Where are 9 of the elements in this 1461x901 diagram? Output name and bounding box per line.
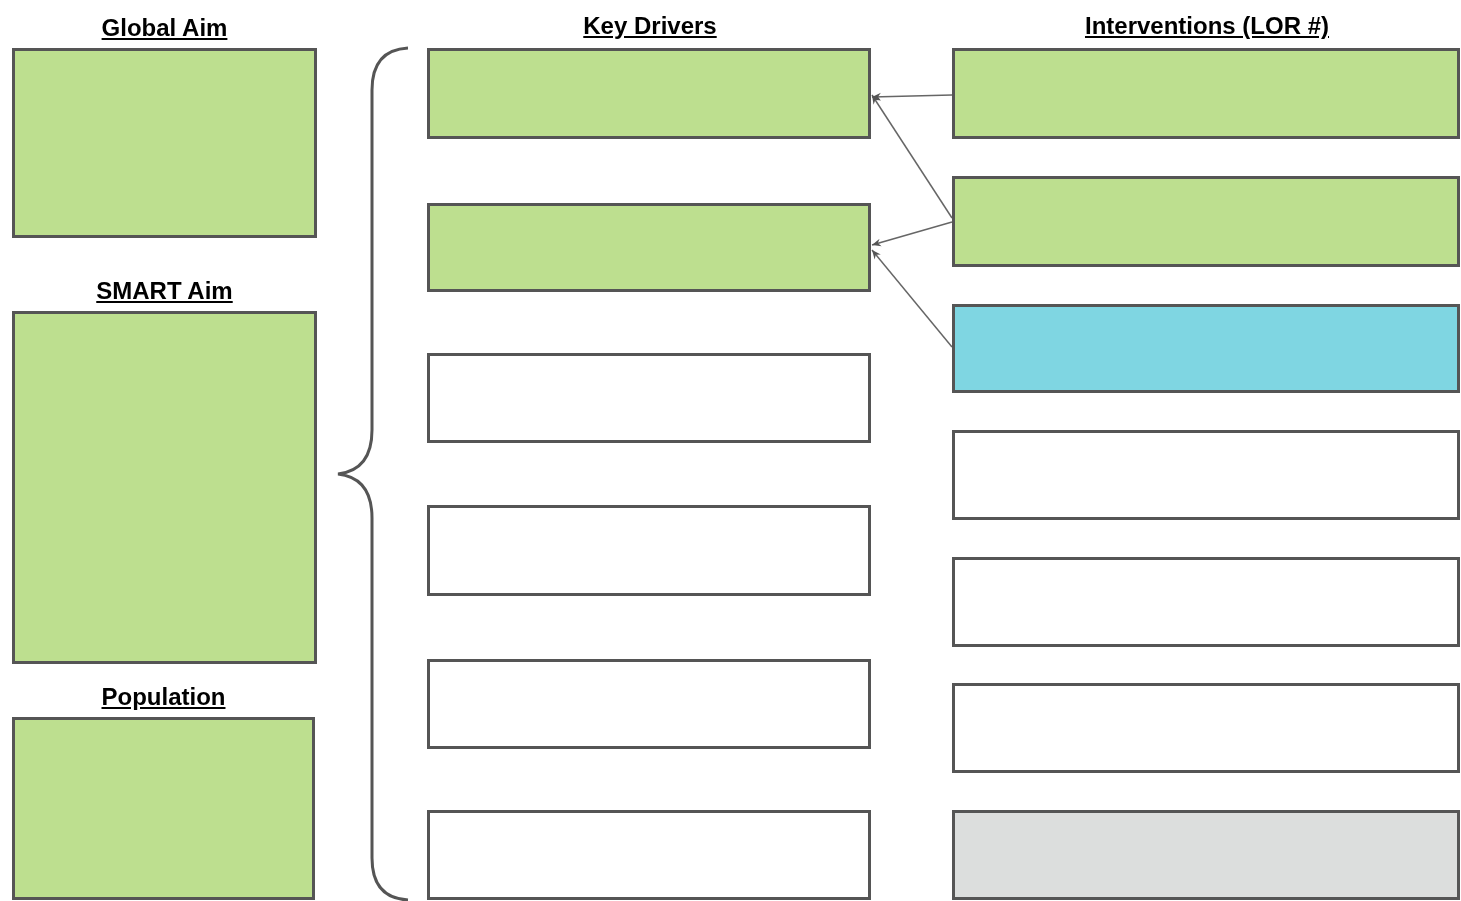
arrow bbox=[871, 221, 953, 247]
section-heading: SMART Aim bbox=[95, 276, 234, 306]
section-heading: Population bbox=[100, 682, 227, 712]
column-heading: Interventions (LOR #) bbox=[1085, 11, 1329, 41]
arrow bbox=[871, 249, 953, 348]
column-heading: Key Drivers bbox=[583, 11, 717, 41]
arrow bbox=[871, 92, 953, 101]
section-heading: Global Aim bbox=[100, 13, 229, 43]
arrow bbox=[871, 94, 953, 219]
